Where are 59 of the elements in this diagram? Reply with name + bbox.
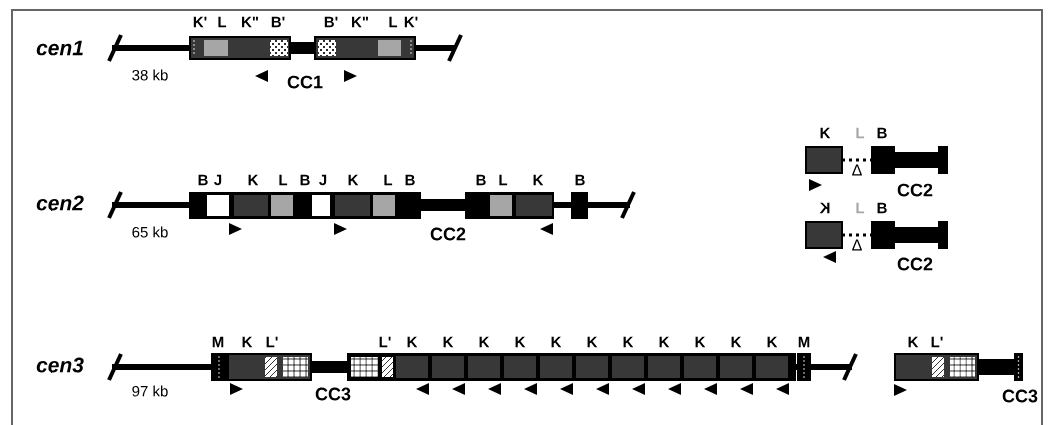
size-label: 65 kb bbox=[132, 226, 168, 238]
cluster-label: CC3 bbox=[1002, 389, 1038, 403]
chromosome-label: cen3 bbox=[36, 357, 84, 373]
size-label: 38 kb bbox=[132, 69, 168, 81]
region-label: K bbox=[587, 336, 598, 348]
region-label: K bbox=[695, 336, 706, 348]
region-label: L bbox=[389, 16, 398, 28]
region-label: M bbox=[212, 336, 224, 348]
region-label: L' bbox=[266, 336, 278, 348]
deletion-symbol: Δ bbox=[852, 239, 862, 251]
region-label: K bbox=[551, 336, 562, 348]
region-label: K' bbox=[193, 16, 207, 28]
region-label: K' bbox=[404, 16, 418, 28]
region-label: B bbox=[405, 174, 415, 186]
chromosome-label: cen2 bbox=[36, 195, 84, 211]
region-label: K bbox=[479, 336, 490, 348]
region-label: L' bbox=[379, 336, 391, 348]
region-label: B bbox=[877, 127, 887, 139]
region-label: K bbox=[731, 336, 742, 348]
region-label: K bbox=[348, 174, 359, 186]
region-label: K bbox=[820, 127, 831, 139]
region-label: K bbox=[248, 174, 259, 186]
region-label: L bbox=[384, 174, 393, 186]
region-label: L bbox=[856, 127, 865, 139]
region-label: K" bbox=[242, 16, 258, 28]
cluster-label: CC3 bbox=[315, 387, 351, 401]
region-label: K bbox=[407, 336, 418, 348]
region-label: K bbox=[443, 336, 454, 348]
region-label: L bbox=[856, 202, 865, 214]
mirrored-region-label: K bbox=[819, 202, 830, 214]
cluster-label: CC2 bbox=[897, 183, 933, 197]
region-label: L bbox=[279, 174, 288, 186]
cluster-label: CC2 bbox=[430, 227, 466, 241]
region-label: B bbox=[198, 174, 208, 186]
region-label: B bbox=[300, 174, 310, 186]
region-label: K bbox=[623, 336, 634, 348]
deletion-symbol: Δ bbox=[852, 164, 862, 176]
region-label: K bbox=[242, 336, 253, 348]
region-label: B' bbox=[271, 16, 285, 28]
region-label: B' bbox=[324, 16, 338, 28]
region-label: B bbox=[575, 174, 585, 186]
region-label: L bbox=[499, 174, 508, 186]
size-label: 97 kb bbox=[132, 385, 168, 397]
region-label: J bbox=[319, 174, 327, 186]
chromosome-label: cen1 bbox=[36, 40, 83, 56]
region-label: M bbox=[798, 336, 810, 348]
region-label: J bbox=[214, 174, 222, 186]
region-label: B bbox=[476, 174, 486, 186]
region-label: B bbox=[877, 202, 887, 214]
region-label: K bbox=[533, 174, 544, 186]
region-label: L' bbox=[931, 336, 943, 348]
region-label: K" bbox=[352, 16, 368, 28]
region-label: L bbox=[218, 16, 227, 28]
cluster-label: CC2 bbox=[897, 257, 933, 271]
cluster-label: CC1 bbox=[287, 75, 323, 89]
region-label: K bbox=[908, 336, 919, 348]
region-label: K bbox=[767, 336, 778, 348]
region-label: K bbox=[515, 336, 526, 348]
region-label: K bbox=[659, 336, 670, 348]
